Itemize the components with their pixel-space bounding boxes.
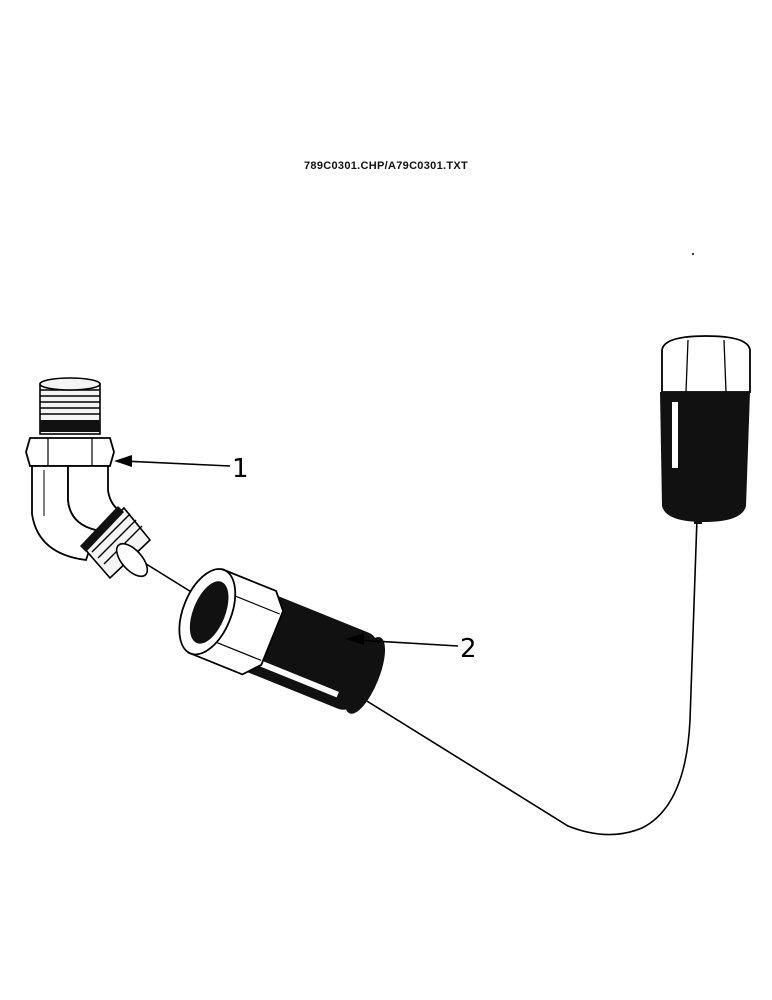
file-reference: 789C0301.CHP/A79C0301.TXT [303, 160, 469, 172]
elbow-fitting [25, 377, 152, 580]
tube-end-nut [660, 335, 751, 524]
hydraulic-tube [142, 517, 698, 836]
callout-2: 2 [346, 633, 477, 664]
callout-1-leader [121, 460, 231, 467]
stray-dot [692, 253, 694, 255]
callout-1-label: 1 [232, 454, 249, 484]
hex-nut-sleeve [178, 568, 386, 714]
callout-1-arrowhead [114, 455, 132, 467]
callout-2-leader [355, 639, 459, 647]
callout-2-arrowhead [346, 633, 364, 645]
callout-2-label: 2 [460, 634, 477, 664]
callout-1: 1 [114, 454, 249, 484]
